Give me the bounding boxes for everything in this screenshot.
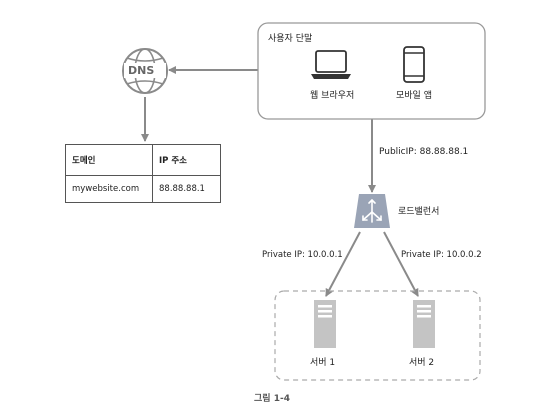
user-terminal-box [257,22,486,120]
dns-icon-label: DNS [128,64,155,77]
web-browser-label: 웹 브라우저 [310,91,355,101]
dns-table-header-ip: IP 주소 [152,144,221,176]
dns-table-header-row: 도메인 IP 주소 [65,144,221,176]
laptop-icon [311,50,351,79]
table-row: mywebsite.com 88.88.88.1 [65,175,221,203]
dns-globe-icon [122,48,168,94]
mobile-phone-icon [403,46,425,83]
private-ip-2-label: Private IP: 10.0.0.2 [401,250,482,260]
server-1-label: 서버 1 [310,358,336,368]
server-group-box [274,290,481,381]
figure-caption: 그림 1-4 [254,394,290,404]
public-ip-label: PublicIP: 88.88.88.1 [379,147,469,157]
dns-table-cell-domain: mywebsite.com [65,175,153,203]
server-1-icon [314,300,336,348]
private-ip-1-label: Private IP: 10.0.0.1 [262,250,343,260]
load-balancer-icon [354,194,390,228]
arrow-lb-to-server1 [325,231,361,297]
mobile-app-label: 모바일 앱 [396,91,432,101]
user-terminal-title: 사용자 단말 [268,34,313,44]
server-2-icon [413,300,435,348]
dns-table: 도메인 IP 주소 mywebsite.com 88.88.88.1 [65,144,221,203]
dns-table-cell-ip: 88.88.88.1 [152,175,221,203]
server-2-label: 서버 2 [409,358,435,368]
arrow-lb-to-server2 [383,231,419,297]
load-balancer-label: 로드밸런서 [398,207,440,217]
dns-table-header-domain: 도메인 [65,144,153,176]
